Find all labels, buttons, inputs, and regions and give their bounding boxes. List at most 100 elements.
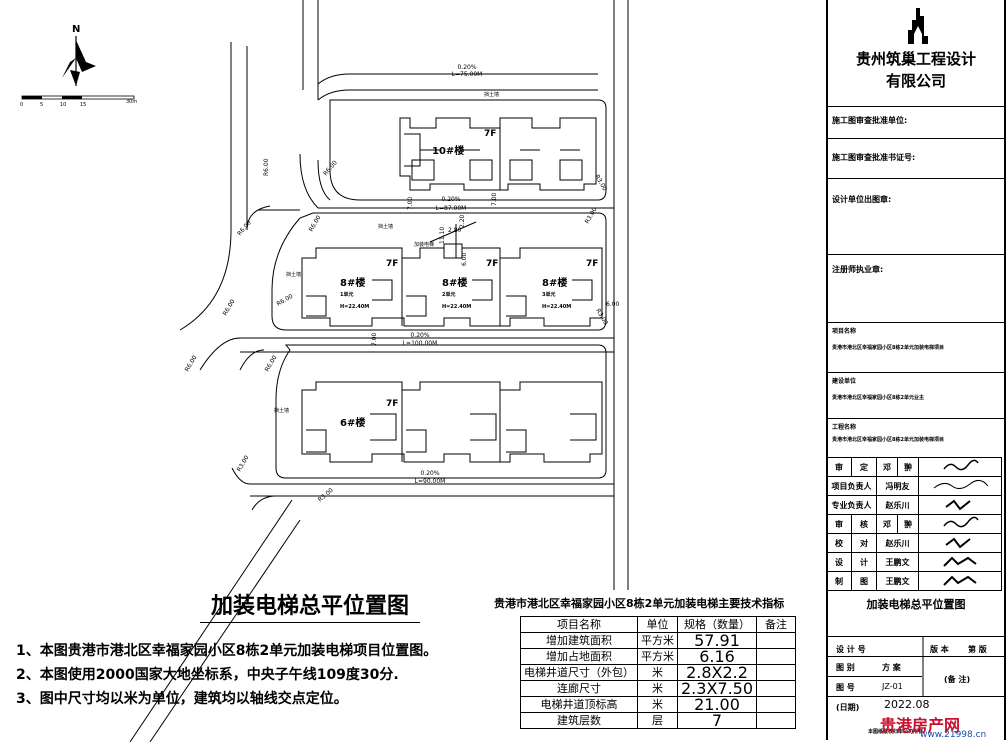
radius-label: R6.00 — [264, 354, 279, 373]
sheet-label: 图 号 — [836, 683, 855, 692]
dim-label: 2.20 — [459, 214, 466, 228]
north-label: N — [72, 24, 80, 35]
building-6 — [301, 381, 603, 463]
sign-role: 审 — [826, 514, 852, 534]
spec-cell: 米 — [637, 680, 678, 697]
road-lines — [129, 0, 629, 742]
scale-tick: 10 — [60, 102, 66, 108]
sign-person: 赵乐川 — [876, 533, 919, 553]
spec-header: 单位 — [637, 616, 678, 633]
wall-label: 挡土墙 — [378, 223, 393, 230]
spec-table: 项目名称 单位 规格（数量） 备注 增加建筑面积 平方米 57.91 增加占地面… — [520, 616, 797, 729]
signature-row: 审 定 邓 翀 — [826, 457, 1002, 477]
spec-cell: 米 — [637, 664, 678, 681]
sign-person: 邓 — [876, 514, 898, 534]
north-arrow-icon: N — [62, 24, 96, 86]
building-name: 8#楼 — [442, 276, 467, 289]
signature-table: 审 定 邓 翀 项目负责人 冯明友 专业负责人 赵乐川 审 核 邓 翀 校 对 … — [826, 457, 1002, 591]
signature-icon — [918, 571, 1002, 591]
road-length: L=100.00M — [403, 340, 438, 347]
spec-cell: 增加占地面积 — [520, 648, 638, 665]
sign-role: 核 — [851, 514, 877, 534]
signature-row: 项目负责人 冯明友 — [826, 476, 1002, 496]
retaining-wall-labels: 挡土墙 挡土墙 挡土墙 挡土墙 — [274, 91, 499, 414]
building-unit: 3单元 — [542, 291, 555, 298]
building-8 — [301, 221, 603, 327]
scale-tick: 0 — [20, 102, 23, 108]
radius-label: R6.00 — [236, 219, 253, 237]
spec-cell: 电梯井道尺寸（外包） — [520, 664, 638, 681]
project-name-label: 项目名称 — [832, 328, 857, 335]
version-label: 版 本 — [930, 645, 949, 654]
signature-row: 制 图 王鹏文 — [826, 571, 1002, 591]
building-unit: 2单元 — [442, 291, 455, 298]
radius-label: R3.00 — [584, 206, 599, 225]
engineer-stamp-label: 注册师执业章: — [832, 265, 884, 274]
radius-label: R6.00 — [276, 293, 295, 308]
building-floors: 7F — [484, 129, 496, 139]
company-logo-icon — [908, 8, 928, 44]
building-floors: 7F — [486, 259, 498, 269]
date-value: 2022.08 — [884, 698, 930, 711]
signature-icon — [918, 495, 1002, 515]
sign-role: 审 — [826, 457, 852, 477]
spec-cell — [756, 712, 797, 729]
spec-row: 建筑层数 层 7 — [520, 712, 797, 729]
sign-role: 图 — [851, 571, 877, 591]
sign-role: 制 — [826, 571, 852, 591]
spec-cell: 电梯井道顶标高 — [520, 696, 638, 713]
client-name: 贵港市港北区幸福家园小区8栋2单元业主 — [832, 395, 924, 401]
stage-value: 方 案 — [882, 663, 901, 672]
spec-row: 电梯井道顶标高 米 21.00 — [520, 696, 797, 713]
sign-role: 对 — [851, 533, 877, 553]
radius-label: R6.00 — [184, 354, 199, 373]
signature-icon — [918, 552, 1002, 572]
meta-divider — [922, 636, 924, 696]
signature-icon — [918, 457, 1002, 477]
dim-label: 6.00 — [606, 301, 620, 308]
scale-tick: 30m — [126, 99, 137, 105]
road-slope: 0.20% — [410, 332, 429, 339]
building-floors: 7F — [586, 259, 598, 269]
radius-label: R6.00 — [222, 298, 237, 317]
drawing-title: 加装电梯总平位置图 — [200, 588, 420, 623]
signature-row: 审 核 邓 翀 — [826, 514, 1002, 534]
radius-label: R6.00 — [308, 214, 323, 233]
note-line: 1、本图贵港市港北区幸福家园小区8栋2单元加装电梯项目位置图。 — [16, 643, 438, 659]
scale-tick: 5 — [40, 102, 43, 108]
signature-icon — [918, 514, 1002, 534]
spec-cell: 增加建筑面积 — [520, 632, 638, 649]
spec-cell: 层 — [637, 712, 678, 729]
spec-row: 电梯井道尺寸（外包） 米 2.8X2.2 — [520, 664, 797, 681]
spec-header: 备注 — [756, 616, 797, 633]
spec-cell: 平方米 — [637, 648, 678, 665]
sign-person: 翀 — [897, 514, 919, 534]
building-name: 6#楼 — [340, 416, 365, 429]
spec-row: 增加占地面积 平方米 6.16 — [520, 648, 797, 665]
dim-label: 2.80 — [448, 227, 462, 234]
dimension-labels: 7.00 7.00 11.10 6.00 2.80 2.20 6.00 7.00 — [371, 192, 620, 346]
sign-person: 翀 — [897, 457, 919, 477]
company-name: 贵州筑巢工程设计 — [855, 50, 976, 68]
building-name: 8#楼 — [542, 276, 567, 289]
watermark-url: www.21998.cn — [920, 730, 987, 740]
spec-cell — [756, 648, 797, 665]
spec-cell: 平方米 — [637, 632, 678, 649]
spec-header-row: 项目名称 单位 规格（数量） 备注 — [520, 616, 797, 633]
dim-label: 6.00 — [461, 252, 468, 266]
road-length: L=87.00M — [436, 205, 467, 212]
radius-label: R6.00 — [263, 158, 270, 176]
date-label: (日期) — [836, 703, 860, 712]
work-name-label: 工程名称 — [832, 424, 857, 431]
site-plan: N 0 5 10 15 30m — [20, 0, 629, 742]
approval-unit-label: 施工图审查批准单位: — [832, 116, 908, 125]
sign-role: 定 — [851, 457, 877, 477]
wall-label: 挡土墙 — [484, 91, 499, 98]
road-labels: 0.20% L=75.00M 0.20% L=87.00M 0.20% L=10… — [403, 64, 483, 485]
work-name: 贵港市港北区幸福家园小区8栋2单元加装电梯项目 — [832, 437, 944, 443]
building-name: 8#楼 — [340, 276, 365, 289]
radius-label: R3.00 — [236, 454, 251, 473]
signature-row: 专业负责人 赵乐川 — [826, 495, 1002, 515]
company-name: 有限公司 — [885, 72, 946, 90]
spec-row: 连廊尺寸 米 2.3X7.50 — [520, 680, 797, 697]
